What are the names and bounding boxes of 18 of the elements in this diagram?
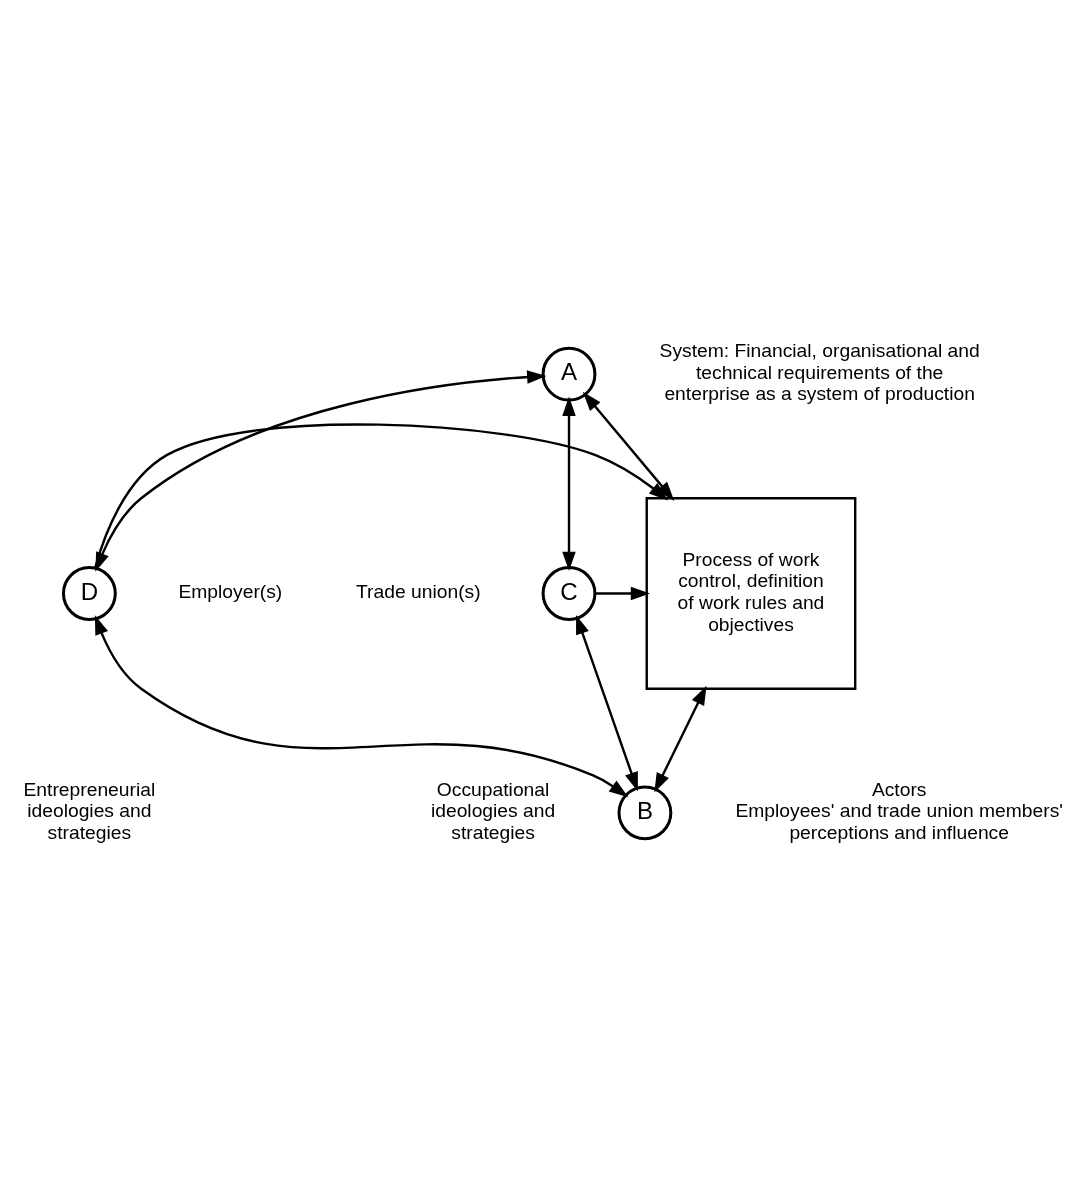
- node-circle: C: [541, 566, 597, 621]
- arrow: [94, 423, 669, 569]
- arrow: [594, 586, 651, 601]
- label: Entrepreneurial ideologies and strategies: [23, 778, 156, 844]
- arrow: [654, 685, 707, 793]
- node-label: Trade union(s): [356, 581, 481, 603]
- node-label: Employees' and trade union members' perceptions and influence: [735, 800, 1063, 844]
- arrow: [94, 615, 629, 798]
- node-label: System: Financial, organisational and technical requirements of the enterprise as a system of production: [659, 340, 980, 405]
- node-box: Process of work control, definition of work rules and objectives: [645, 497, 857, 690]
- arrow: [562, 396, 576, 571]
- label: Occupational ideologies and strategies: [430, 778, 556, 844]
- arrow: [576, 614, 638, 792]
- node-circle: D: [61, 566, 117, 621]
- node-circle: A: [541, 346, 597, 402]
- node-label: Actors: [871, 778, 927, 800]
- node-label: Employer(s): [178, 581, 283, 603]
- node-circle: B: [617, 785, 673, 841]
